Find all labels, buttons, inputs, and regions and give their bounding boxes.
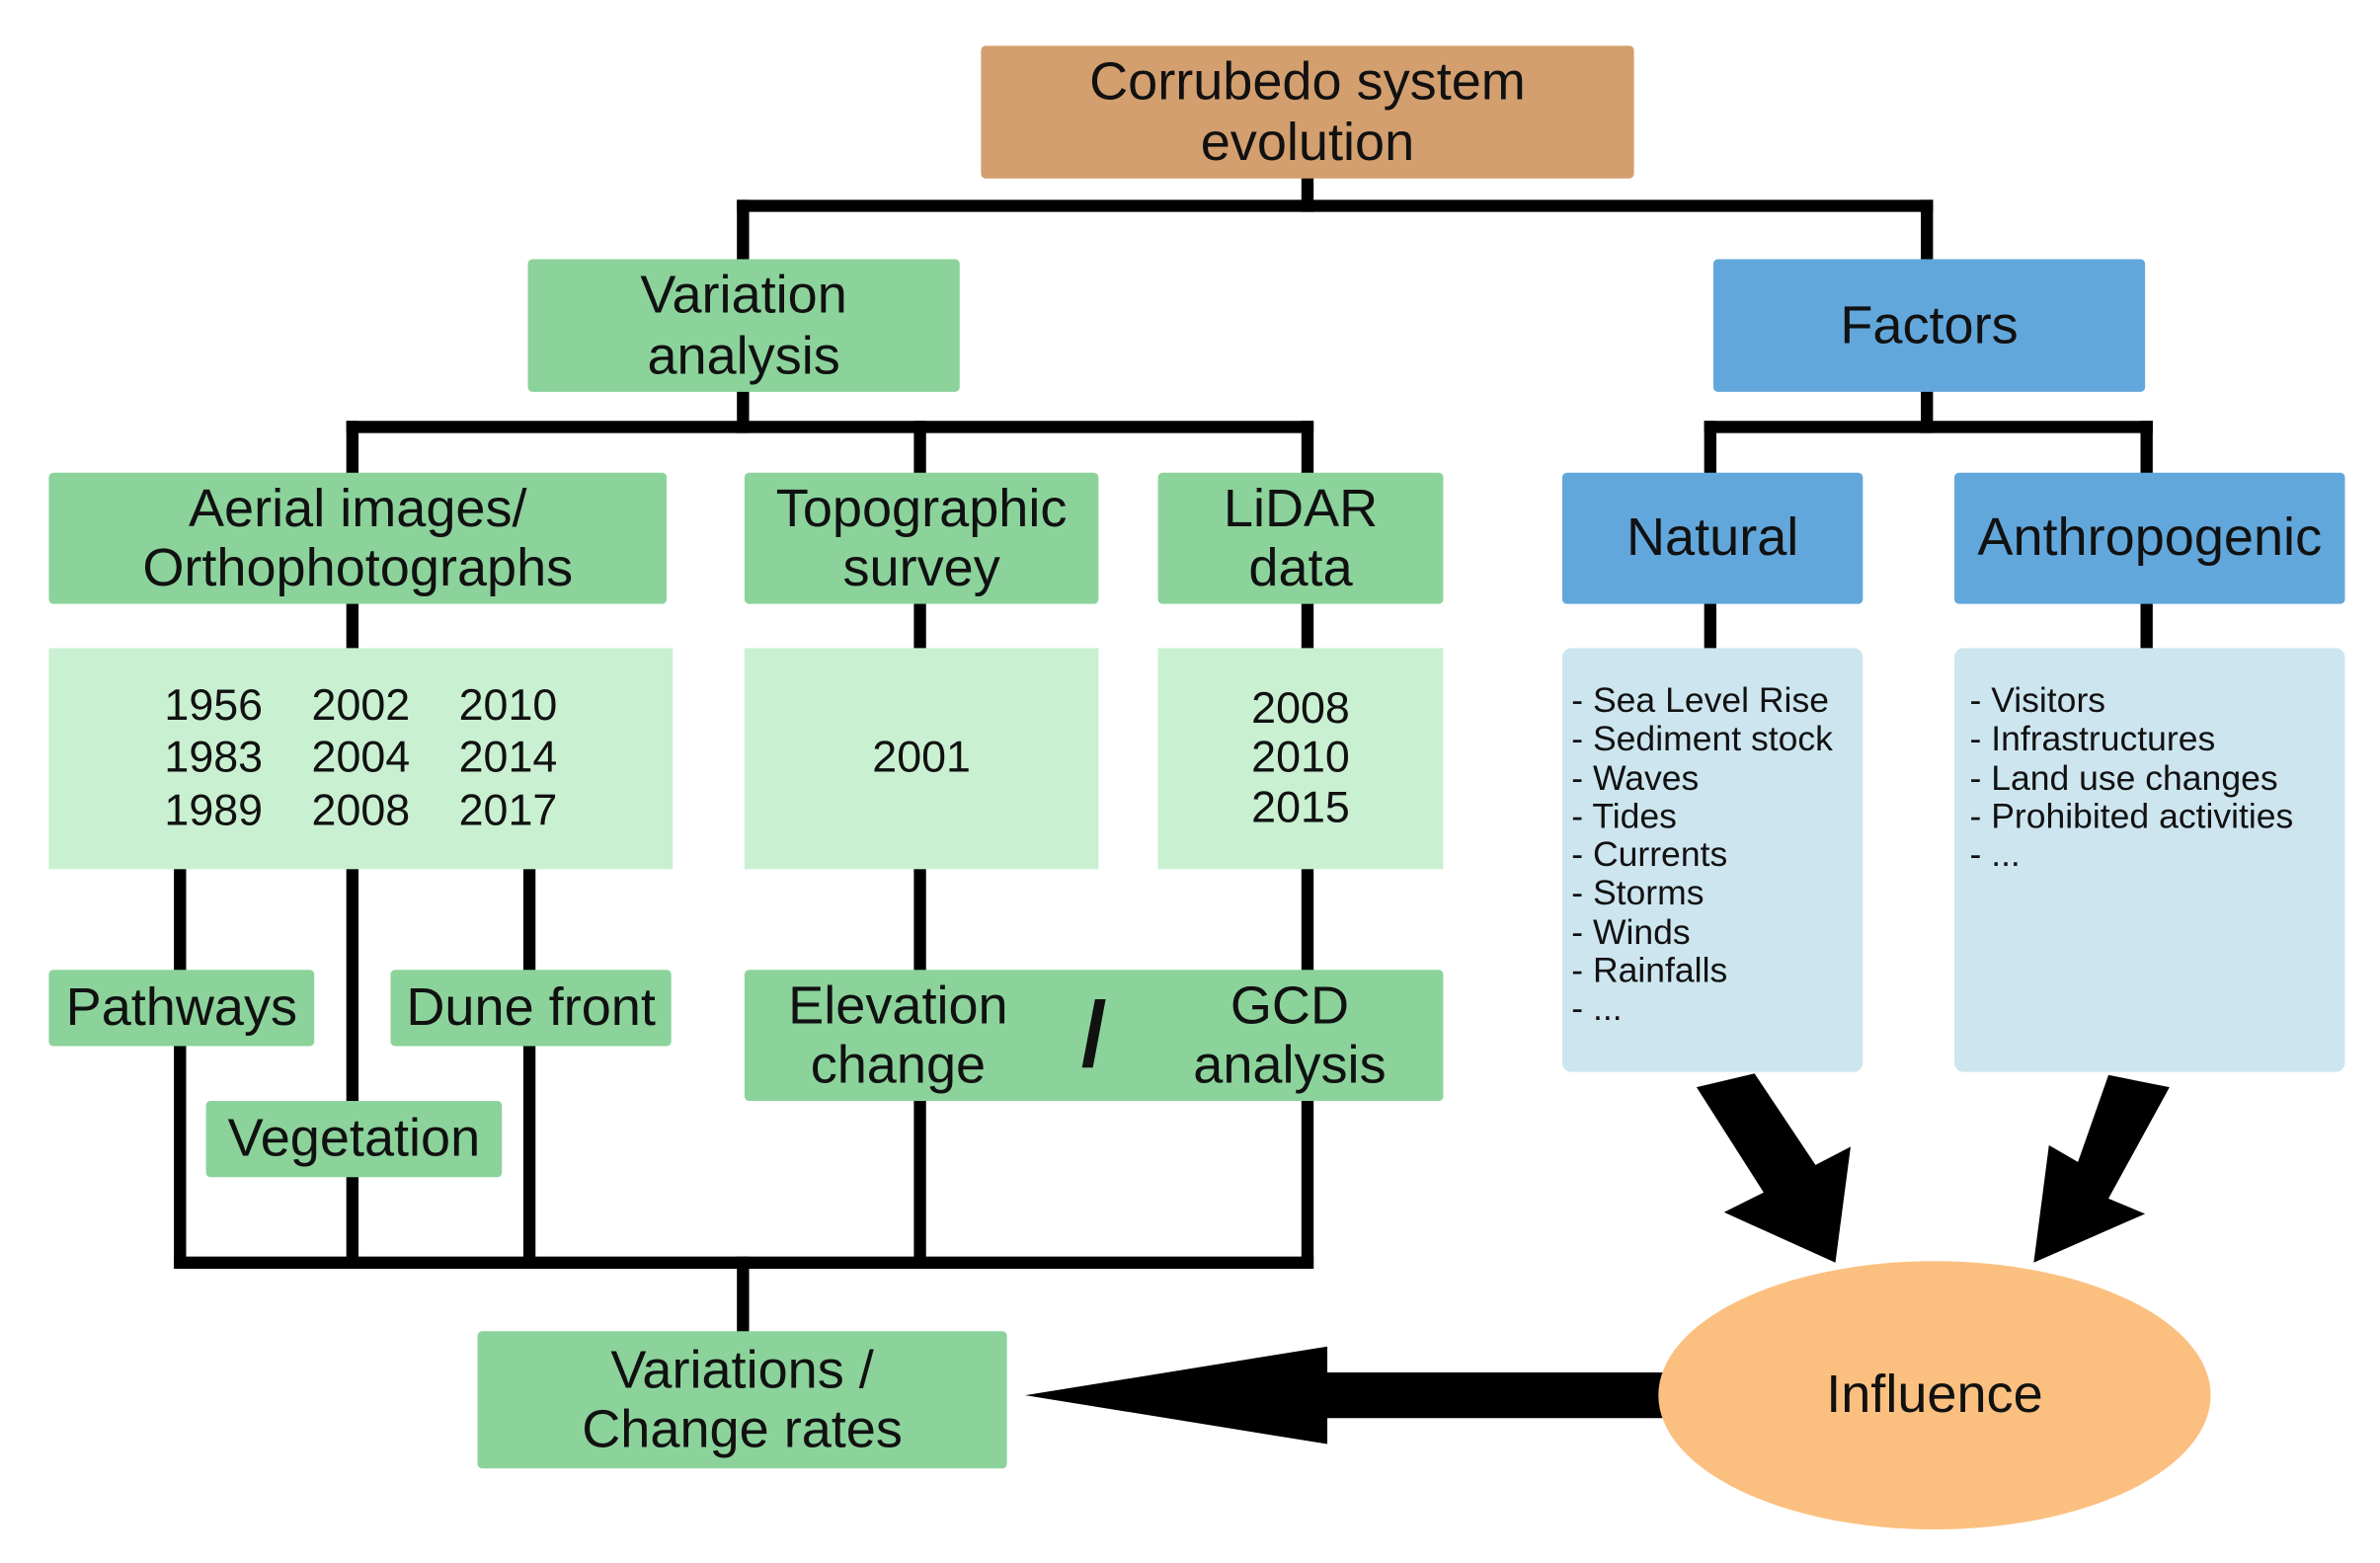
anthropogenic-factors-list: Visitors Infrastructures Land use change…	[1969, 680, 2293, 875]
anthropogenic-list-box: Visitors Infrastructures Land use change…	[1954, 648, 2345, 1072]
list-item: Waves	[1571, 757, 1833, 797]
year: 2010	[458, 681, 558, 731]
list-item: Rainfalls	[1571, 951, 1833, 990]
year: 2010	[1251, 734, 1350, 783]
influence-arrow	[1025, 1346, 1667, 1445]
year: 1989	[164, 786, 264, 835]
vegetation-box: Vegetation	[205, 1101, 503, 1178]
influence-ellipse: Influence	[1658, 1261, 2211, 1530]
year: 1956	[164, 681, 264, 731]
pathways-label: Pathways	[65, 977, 298, 1038]
variations-change-rates-box: Variations / Change rates	[477, 1331, 1007, 1469]
factors-label: Factors	[1840, 295, 2019, 355]
list-item: Land use changes	[1969, 757, 2293, 797]
topo-line1: Topographic	[775, 478, 1068, 538]
list-item: Prohibited activities	[1969, 796, 2293, 836]
anthropogenic-arrow	[2033, 1074, 2170, 1263]
topographic-survey-box: Topographic survey	[744, 472, 1099, 604]
list-item: ...	[1969, 834, 2293, 875]
list-item: Storms	[1571, 873, 1833, 913]
natural-box: Natural	[1561, 472, 1864, 604]
aerial-line2: Orthophotographs	[142, 538, 574, 598]
year: 2002	[311, 681, 411, 731]
year: 2014	[458, 734, 558, 783]
dune-front-box: Dune front	[390, 970, 672, 1047]
pathways-box: Pathways	[48, 970, 315, 1047]
factors-box: Factors	[1712, 259, 2146, 392]
list-item: Currents	[1571, 834, 1833, 875]
aerial-years-col-3: 2010 2014 2017	[459, 681, 558, 836]
gcd-line1: GCD	[1230, 976, 1350, 1036]
aerial-images-box: Aerial images/ Orthophotographs	[48, 472, 668, 604]
year: 1983	[164, 734, 264, 783]
list-item: Visitors	[1969, 680, 2293, 720]
vegetation-label: Vegetation	[227, 1109, 481, 1169]
result-line2: Change rates	[582, 1399, 903, 1459]
list-item: Sediment stock	[1571, 719, 1833, 758]
list-item: Winds	[1571, 912, 1833, 952]
list-item: Infrastructures	[1969, 719, 2293, 758]
elevation-gcd-box: Elevation change / GCD analysis	[744, 970, 1444, 1102]
natural-factors-list: Sea Level Rise Sediment stock Waves Tide…	[1571, 680, 1833, 1029]
year: 2008	[1251, 684, 1350, 734]
topo-years-box: 2001	[744, 648, 1099, 870]
lidar-line2: data	[1248, 538, 1353, 598]
year: 2017	[458, 786, 558, 835]
natural-arrow	[1696, 1073, 1851, 1263]
variation-analysis-line2: analysis	[647, 325, 840, 385]
elevation-line1: Elevation	[788, 976, 1008, 1036]
root-line1: Corrubedo system	[1089, 51, 1526, 113]
natural-list-box: Sea Level Rise Sediment stock Waves Tide…	[1561, 648, 1864, 1072]
anthropogenic-label: Anthropogenic	[1977, 508, 2323, 569]
aerial-years-col-1: 1956 1983 1989	[164, 681, 263, 836]
year: 2004	[311, 734, 411, 783]
topo-line2: survey	[842, 538, 1000, 598]
year: 2008	[311, 786, 411, 835]
natural-label: Natural	[1626, 508, 1799, 569]
list-item: ...	[1571, 989, 1833, 1029]
elevation-line2: change	[810, 1035, 987, 1095]
influence-label: Influence	[1826, 1365, 2043, 1425]
aerial-years-box: 1956 1983 1989 2002 2004 2008 2010 2014 …	[48, 648, 674, 870]
lidar-years-box: 2008 2010 2015	[1157, 648, 1444, 870]
variation-analysis-line1: Variation	[640, 266, 847, 326]
lidar-line1: LiDAR	[1223, 478, 1379, 538]
separator-slash: /	[1080, 983, 1107, 1087]
anthropogenic-box: Anthropogenic	[1954, 472, 2345, 604]
root-line2: evolution	[1200, 112, 1415, 172]
aerial-years-col-2: 2002 2004 2008	[312, 681, 411, 836]
list-item: Sea Level Rise	[1571, 680, 1833, 720]
aerial-line1: Aerial images/	[188, 478, 527, 538]
dune-front-label: Dune front	[406, 977, 656, 1038]
result-line1: Variations /	[610, 1340, 874, 1400]
gcd-line2: analysis	[1193, 1035, 1387, 1095]
lidar-data-box: LiDAR data	[1157, 472, 1444, 604]
list-item: Tides	[1571, 796, 1833, 836]
year: 2015	[1251, 783, 1350, 832]
variation-analysis-box: Variation analysis	[527, 259, 960, 392]
year: 2001	[872, 734, 971, 783]
root-box: Corrubedo system evolution	[981, 45, 1634, 179]
